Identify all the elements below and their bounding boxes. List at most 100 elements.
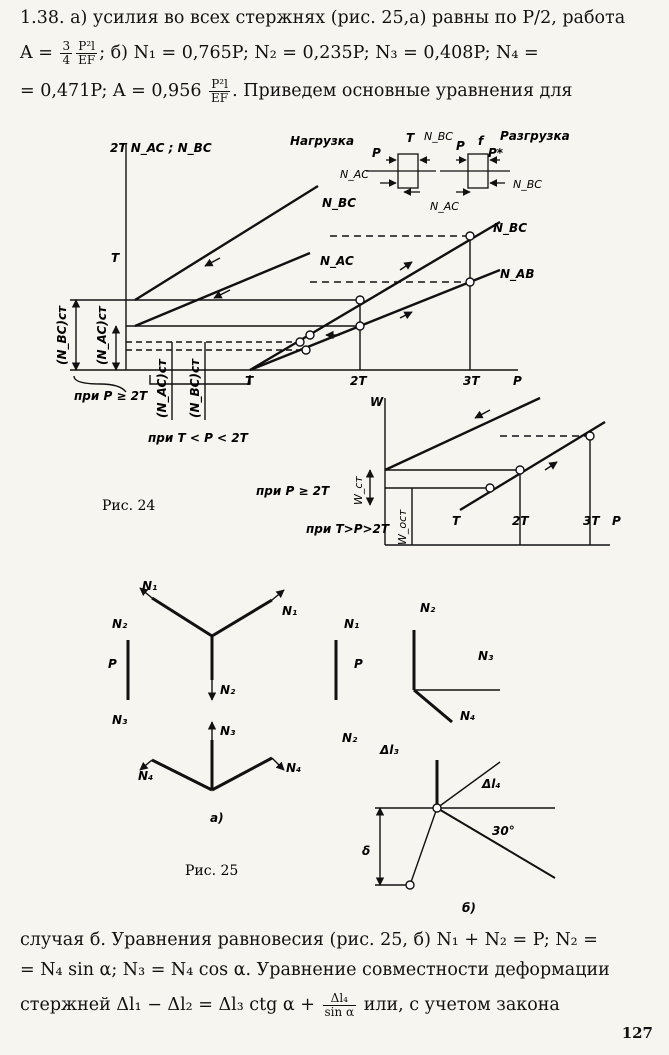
n4-a: N₄ bbox=[138, 769, 153, 783]
axis-p: P bbox=[513, 374, 522, 388]
legend-load: Нагрузка bbox=[290, 134, 354, 148]
n4-a-right: N₄ bbox=[286, 761, 301, 775]
n4-value: = 0,471P; A = 0,956 bbox=[20, 81, 202, 101]
compat-text: стержней Δl₁ − Δl₂ = Δl₃ ctg α + bbox=[20, 995, 315, 1015]
tick-3t: 3T bbox=[463, 374, 480, 388]
pt-5 bbox=[305, 330, 315, 340]
tick-2t: 2T bbox=[350, 374, 367, 388]
n1-a-right: N₁ bbox=[282, 604, 297, 618]
n2-b: N₂ bbox=[420, 601, 436, 615]
arrow-4 bbox=[399, 311, 413, 320]
brace-mid-label: при T < P < 2T bbox=[148, 431, 249, 445]
nbc-line-upper bbox=[134, 184, 319, 302]
brace-left-label: при P ≥ 2T bbox=[74, 389, 148, 403]
legend-p2: P bbox=[456, 139, 465, 153]
n2-mid: N₂ bbox=[342, 731, 358, 745]
nac-st-label: (N_AC)ст bbox=[95, 305, 110, 365]
tick-t-left: T bbox=[111, 251, 120, 265]
tick-t: T bbox=[245, 374, 254, 388]
arrow-3 bbox=[399, 261, 413, 271]
figures-svg: 2T N_AC ; N_BC N_BC N_AC N_BC N_AB T T 2… bbox=[55, 129, 621, 915]
page-number: 127 bbox=[621, 1024, 653, 1042]
nbc-st-label: (N_BC)ст bbox=[55, 305, 70, 365]
nab-line-right bbox=[249, 268, 501, 372]
w-ost-label: W_ост bbox=[396, 509, 409, 545]
arrow-1 bbox=[204, 257, 221, 267]
fig24-y-label: 2T N_AC ; N_BC bbox=[110, 141, 212, 156]
legend-f: f bbox=[478, 134, 485, 148]
w-t: T bbox=[452, 514, 461, 528]
frac-den: 4 bbox=[62, 53, 71, 67]
w-line-right bbox=[459, 420, 606, 512]
frac-den: EF bbox=[78, 53, 96, 67]
angle: 30° bbox=[492, 824, 515, 838]
brace-mid bbox=[149, 375, 251, 385]
sub-a: а) bbox=[210, 811, 224, 825]
n3-a: N₃ bbox=[112, 713, 128, 727]
arrow-2 bbox=[213, 289, 231, 299]
label-nac-mid: N_AC bbox=[320, 254, 354, 269]
dl4: Δl₄ bbox=[481, 777, 501, 791]
label-nbc-top: N_BC bbox=[322, 196, 356, 211]
work-label: A = bbox=[20, 43, 53, 63]
p-a: P bbox=[108, 657, 117, 671]
frac-num: 3 bbox=[60, 39, 73, 54]
w-when2: при T>P>2T bbox=[306, 522, 390, 536]
brace-left bbox=[73, 375, 127, 393]
w-line-upper bbox=[384, 396, 541, 472]
legend-p: P bbox=[372, 146, 381, 160]
law-text: или, с учетом закона bbox=[363, 995, 560, 1015]
legend-nac2: N_AC bbox=[430, 200, 459, 213]
w-when1: при P ≥ 2T bbox=[256, 484, 330, 498]
pt-2 bbox=[465, 277, 475, 287]
fig24-caption: Рис. 24 bbox=[102, 498, 155, 514]
intro-text: . Приведем основные уравнения для bbox=[232, 81, 573, 101]
pt-1 bbox=[465, 231, 475, 241]
w-st-label: W_ст bbox=[352, 476, 365, 505]
bottom-line-1: случая б. Уравнения равновесия (рис. 25,… bbox=[20, 930, 598, 950]
n3-b: N₃ bbox=[478, 649, 494, 663]
frac-num: P²l bbox=[76, 40, 98, 54]
pt-3 bbox=[355, 295, 365, 305]
nac-line-mid bbox=[134, 251, 311, 328]
pt-7 bbox=[301, 345, 311, 355]
n1-a: N₁ bbox=[142, 579, 157, 593]
sub-b: б) bbox=[462, 901, 476, 915]
dl3: Δl₃ bbox=[379, 743, 399, 757]
nbc-line-right bbox=[249, 220, 501, 372]
pt-4 bbox=[355, 321, 365, 331]
legend-pstar: P* bbox=[488, 146, 504, 160]
forces-text: ; б) N₁ = 0,765P; N₂ = 0,235P; N₃ = 0,40… bbox=[99, 43, 539, 63]
delta: δ bbox=[362, 844, 370, 858]
n2-a2: N₂ bbox=[220, 683, 236, 697]
n4-b: N₄ bbox=[460, 709, 475, 723]
n2-a: N₂ bbox=[112, 617, 128, 631]
frac-den: EF bbox=[211, 91, 229, 105]
w-3t: 3T bbox=[583, 514, 600, 528]
n1-mid: N₁ bbox=[344, 617, 359, 631]
fig25-caption: Рис. 25 bbox=[185, 863, 238, 879]
nac-st2-label: (N_AC)ст bbox=[155, 358, 170, 418]
label-nab-right: N_AB bbox=[500, 267, 534, 282]
legend-T: T bbox=[406, 131, 415, 145]
w-axis-label: W bbox=[370, 395, 384, 409]
frac-den: sin α bbox=[324, 1005, 355, 1019]
pt-6 bbox=[295, 337, 305, 347]
w-2t: 2T bbox=[512, 514, 529, 528]
nbc-st2-label: (N_BC)ст bbox=[188, 358, 203, 418]
legend-nac: N_AC bbox=[340, 168, 369, 181]
frac-num: Δl₄ bbox=[322, 992, 357, 1006]
label-nbc-right: N_BC bbox=[493, 221, 527, 236]
legend-nbc2: N_BC bbox=[513, 178, 542, 191]
w-p: P bbox=[612, 514, 621, 528]
n3-a2: N₃ bbox=[220, 724, 236, 738]
bottom-line-2: = N₄ sin α; N₃ = N₄ cos α. Уравнение сов… bbox=[20, 960, 610, 980]
legend-nbc: N_BC bbox=[424, 130, 453, 143]
